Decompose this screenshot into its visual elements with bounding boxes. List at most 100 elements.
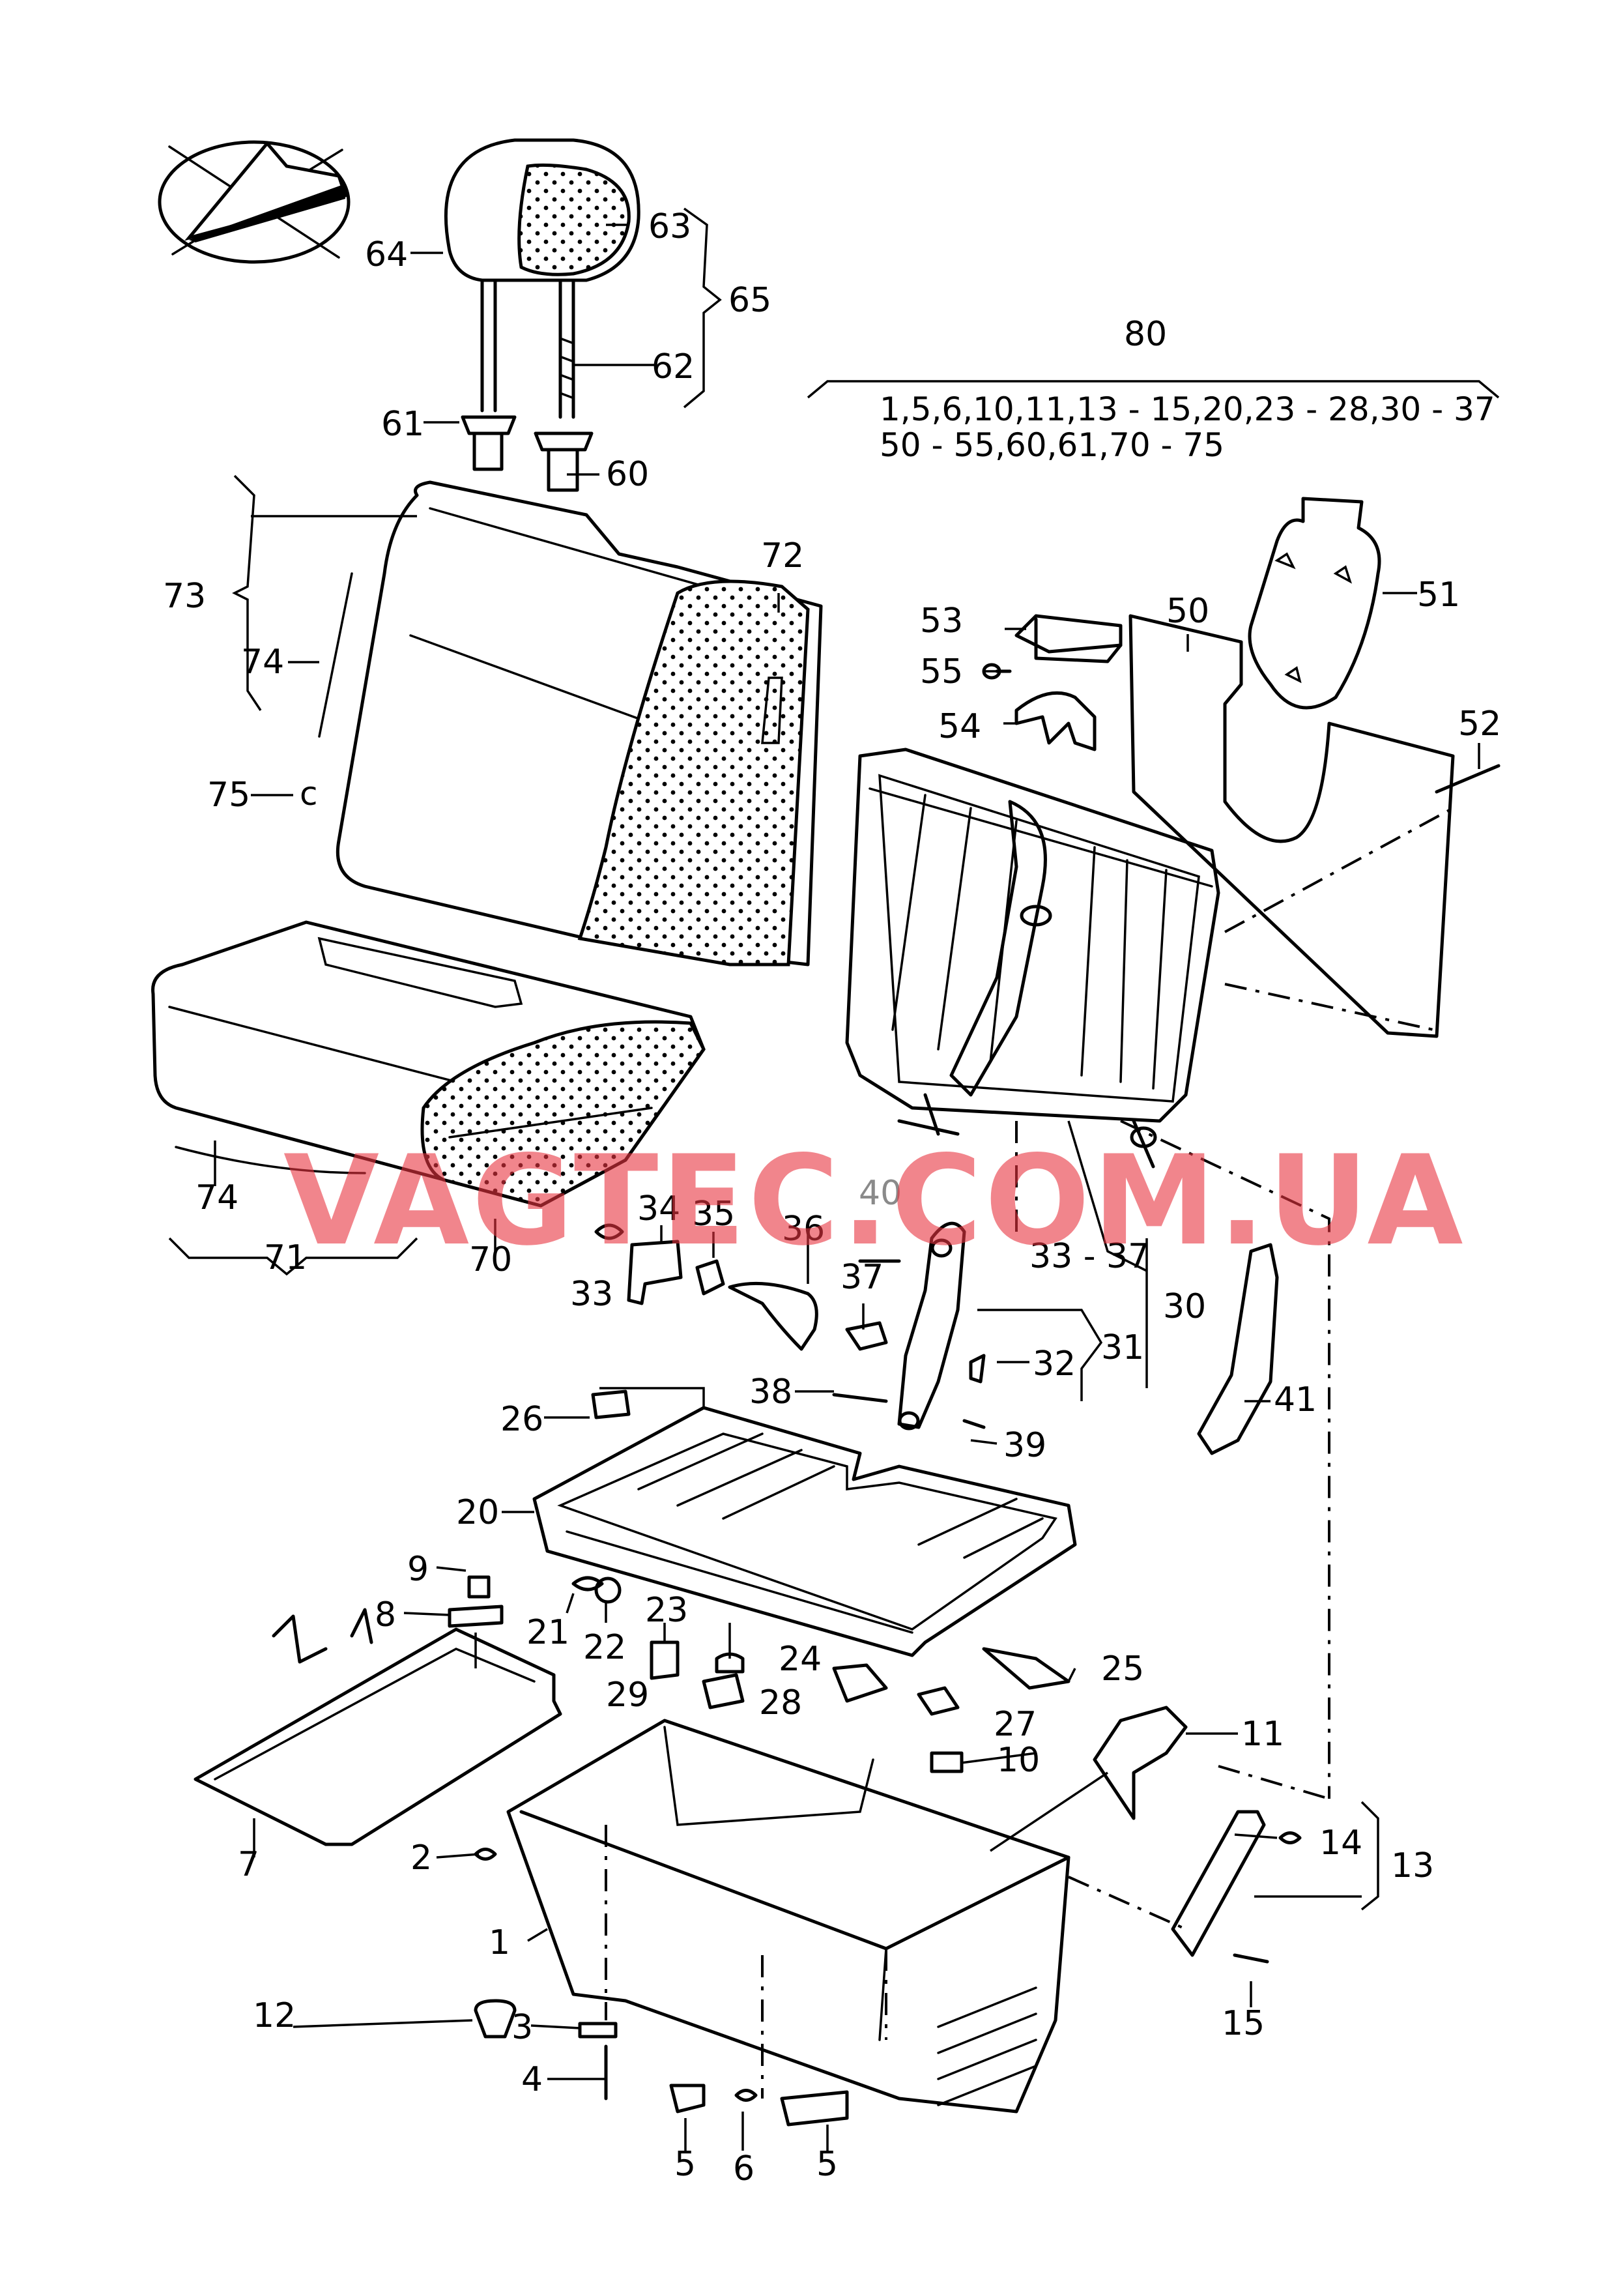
label-60: 60 [606, 455, 649, 494]
label-40: 40 [859, 1174, 902, 1213]
label-20: 20 [456, 1493, 499, 1532]
bolt-38 [832, 1393, 888, 1403]
label-27: 27 [994, 1705, 1037, 1744]
label-3: 3 [511, 2008, 533, 2047]
label-73: 73 [163, 577, 206, 616]
backrest-panel [1128, 614, 1455, 1038]
label-4: 4 [521, 2060, 543, 2099]
label-64: 64 [365, 235, 408, 274]
grommet-12 [474, 1999, 517, 2039]
assembly-lines [605, 807, 1454, 2099]
bracket-11 [1093, 1706, 1188, 1820]
label-31: 31 [1101, 1328, 1144, 1367]
label-29: 29 [606, 1676, 649, 1715]
label-23: 23 [645, 1591, 688, 1630]
label-55: 55 [920, 652, 963, 691]
nut-2 [474, 1848, 497, 1861]
label-32: 32 [1033, 1344, 1076, 1384]
label-26: 26 [500, 1400, 543, 1439]
label-2: 2 [410, 1838, 432, 1878]
label-65: 65 [728, 281, 771, 320]
label-22: 22 [583, 1628, 626, 1667]
label-37: 37 [840, 1258, 883, 1297]
clip-5-left [669, 2084, 706, 2114]
label-25: 25 [1101, 1649, 1144, 1689]
label-6: 6 [733, 2149, 754, 2188]
washer-3 [578, 2022, 618, 2039]
hinge [897, 1221, 966, 1431]
bracket-37 [845, 1321, 888, 1351]
label-63: 63 [648, 207, 691, 246]
label-39: 39 [1003, 1426, 1046, 1465]
trim-cover [1248, 497, 1381, 710]
orientation-compass-icon [158, 140, 351, 264]
label-35: 35 [692, 1195, 735, 1234]
seat-frame [532, 1406, 1077, 1657]
label-53: 53 [920, 602, 963, 641]
clip-75-glyph: c [300, 775, 318, 813]
clip-6 [734, 2089, 758, 2102]
release-handle [1014, 614, 1123, 663]
clip-23 [650, 1640, 680, 1680]
label-13: 13 [1391, 1846, 1434, 1885]
trim-41 [1197, 1243, 1279, 1455]
label-34: 34 [637, 1189, 680, 1228]
leader-lines [168, 207, 1500, 2151]
label-54: 54 [938, 707, 981, 746]
label-75: 75 [207, 776, 250, 815]
label-28: 28 [759, 1683, 802, 1722]
label-5-left: 5 [674, 2145, 696, 2184]
label-80: 80 [1124, 315, 1167, 354]
plate-8 [448, 1605, 504, 1628]
label-52: 52 [1458, 705, 1501, 744]
bracket-54 [1014, 691, 1097, 751]
spring-33 [594, 1223, 624, 1240]
clip-22 [594, 1577, 622, 1604]
label-74-upper: 74 [241, 643, 284, 682]
strap-36 [728, 1281, 818, 1351]
label-36: 36 [782, 1210, 825, 1249]
bolt-52 [1435, 764, 1501, 794]
clip-28 [832, 1663, 888, 1703]
clip-26 [591, 1389, 631, 1419]
label-11: 11 [1241, 1715, 1284, 1754]
label-70: 70 [469, 1240, 512, 1279]
label-15: 15 [1222, 2004, 1265, 2043]
label-14: 14 [1319, 1824, 1362, 1863]
nut-39 [962, 1419, 986, 1429]
label-7: 7 [238, 1845, 259, 1884]
label-30: 30 [1163, 1287, 1206, 1326]
label-1: 1 [489, 1923, 510, 1962]
backrest-frame [845, 748, 1220, 1169]
washer-21 [571, 1576, 604, 1591]
label-72: 72 [761, 536, 804, 575]
label-74-lower: 74 [195, 1178, 238, 1217]
label-41: 41 [1274, 1380, 1317, 1419]
clip-5-right [780, 2090, 849, 2127]
trim-wire-74-lower [175, 1146, 366, 1174]
kit-80-line-1: 1,5,6,10,11,13 - 15,20,23 - 28,30 - 37 [880, 390, 1495, 428]
clip-29 [702, 1673, 745, 1709]
headrest-guide-60 [534, 431, 594, 492]
bracket-25 [982, 1647, 1070, 1690]
seat-cushion [151, 920, 706, 1208]
label-9: 9 [407, 1550, 429, 1589]
label-10: 10 [997, 1741, 1040, 1780]
label-24: 24 [779, 1640, 822, 1679]
label-71: 71 [264, 1238, 307, 1277]
kit-80-line-2: 50 - 55,60,61,70 - 75 [880, 426, 1224, 464]
nut-9 [467, 1575, 491, 1599]
label-21: 21 [526, 1613, 569, 1652]
base-tray [194, 1608, 562, 1846]
label-33: 33 [570, 1275, 613, 1314]
label-8: 8 [375, 1595, 396, 1635]
seat-box [506, 1719, 1070, 2114]
label-51: 51 [1417, 575, 1460, 615]
bolt-15 [1233, 1953, 1269, 1964]
headrest [444, 138, 640, 419]
label-38: 38 [749, 1373, 792, 1412]
clip-35 [695, 1259, 725, 1296]
clip-27 [917, 1686, 960, 1716]
nut-24 [715, 1652, 745, 1674]
